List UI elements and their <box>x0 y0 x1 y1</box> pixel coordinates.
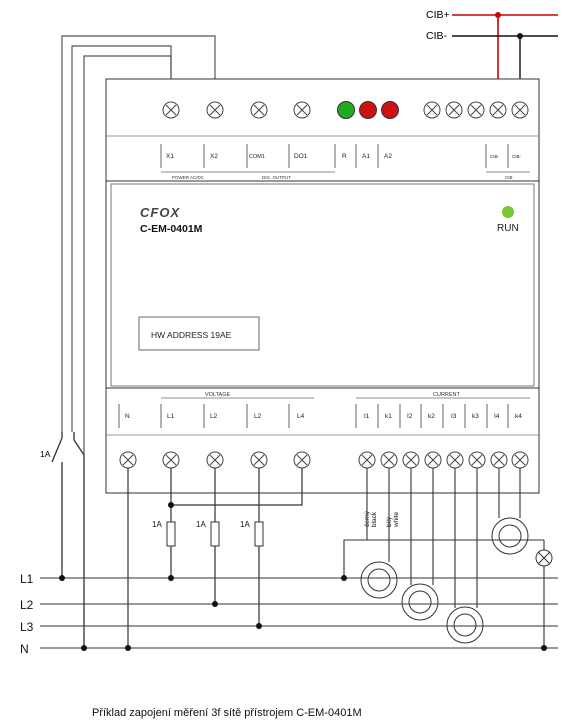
lamp-symbol <box>535 549 553 567</box>
fuse-label: 1A <box>196 520 206 529</box>
cib-minus-label: CIB- <box>426 30 448 42</box>
terminal-label: A2 <box>384 153 392 160</box>
terminal-label: A1 <box>362 153 370 160</box>
diagram-caption: Příklad zapojení měření 3f sítě přístroj… <box>92 707 362 719</box>
bottom-terminal-dividers <box>118 404 509 428</box>
cib-bus: CIB+ CIB- <box>426 9 558 80</box>
group-label-cib: CIB <box>505 175 513 180</box>
wire-color-label: black <box>371 511 378 527</box>
terminal-label: k2 <box>428 413 435 420</box>
junction-dot <box>168 502 174 508</box>
group-label-voltage: VOLTAGE <box>205 392 230 398</box>
terminal-label: I1 <box>364 413 370 420</box>
switch-fuse-label: 1A <box>40 449 51 459</box>
run-led <box>502 206 514 218</box>
phase-lines <box>40 577 558 649</box>
terminal-label: X1 <box>166 153 174 160</box>
junction-dots <box>59 575 547 651</box>
top-screw-crosses <box>165 104 526 116</box>
run-label: RUN <box>497 223 519 234</box>
wire-color-label: white <box>393 511 400 528</box>
terminal-label: L4 <box>297 413 305 420</box>
terminal-label: X2 <box>210 153 218 160</box>
group-label-power: POWER AC/DC <box>172 175 205 180</box>
phase-label-l1: L1 <box>20 572 34 586</box>
status-led-red-2 <box>381 101 399 119</box>
voltage-wiring <box>127 468 303 648</box>
current-transformers <box>360 517 529 644</box>
group-label-current: CURRENT <box>433 392 461 398</box>
terminal-label: I3 <box>451 413 457 420</box>
phase-label-l3: L3 <box>20 620 34 634</box>
terminal-label: I4 <box>494 413 500 420</box>
current-wiring <box>343 468 545 648</box>
status-led-red-1 <box>359 101 377 119</box>
terminal-label: I2 <box>407 413 413 420</box>
terminal-label: DO1 <box>294 153 308 160</box>
cib-plus-label: CIB+ <box>426 9 450 21</box>
terminal-label: L2 <box>210 413 218 420</box>
top-terminal-dividers <box>160 144 509 168</box>
fuse-label: 1A <box>152 520 162 529</box>
fuse-label: 1A <box>240 520 250 529</box>
device-enclosure <box>105 78 540 494</box>
hw-address-box <box>138 316 260 351</box>
terminal-label: CIB- <box>490 154 500 159</box>
top-terminal-labels: X1 X2 COM1 DO1 R A1 A2 CIB- CIB- <box>166 153 522 160</box>
terminal-label: CIB- <box>512 154 522 159</box>
terminal-label: k3 <box>472 413 479 420</box>
brand-logo: CFOX <box>140 205 180 220</box>
terminal-label: k4 <box>515 413 522 420</box>
terminal-label: COM1 <box>249 154 265 160</box>
terminal-label: k1 <box>385 413 392 420</box>
main-switch <box>51 432 85 648</box>
model-label: C-EM-0401M <box>140 223 203 235</box>
group-label-digout: DIG. OUTPUT <box>262 175 291 180</box>
phase-label-n: N <box>20 642 29 656</box>
terminal-label: R <box>342 153 347 160</box>
terminal-label: L1 <box>167 413 175 420</box>
bottom-terminal-labels: N L1 L2 L2 L4 I1 k1 I2 k2 I3 k3 I4 k4 <box>125 413 522 420</box>
voltage-fuses <box>166 521 264 547</box>
hw-address-label: HW ADDRESS 19AE <box>151 330 232 340</box>
terminal-label: L2 <box>254 413 262 420</box>
bottom-screw-crosses <box>122 454 526 466</box>
status-led-green <box>337 101 355 119</box>
terminal-label: N <box>125 413 130 420</box>
phase-label-l2: L2 <box>20 598 34 612</box>
